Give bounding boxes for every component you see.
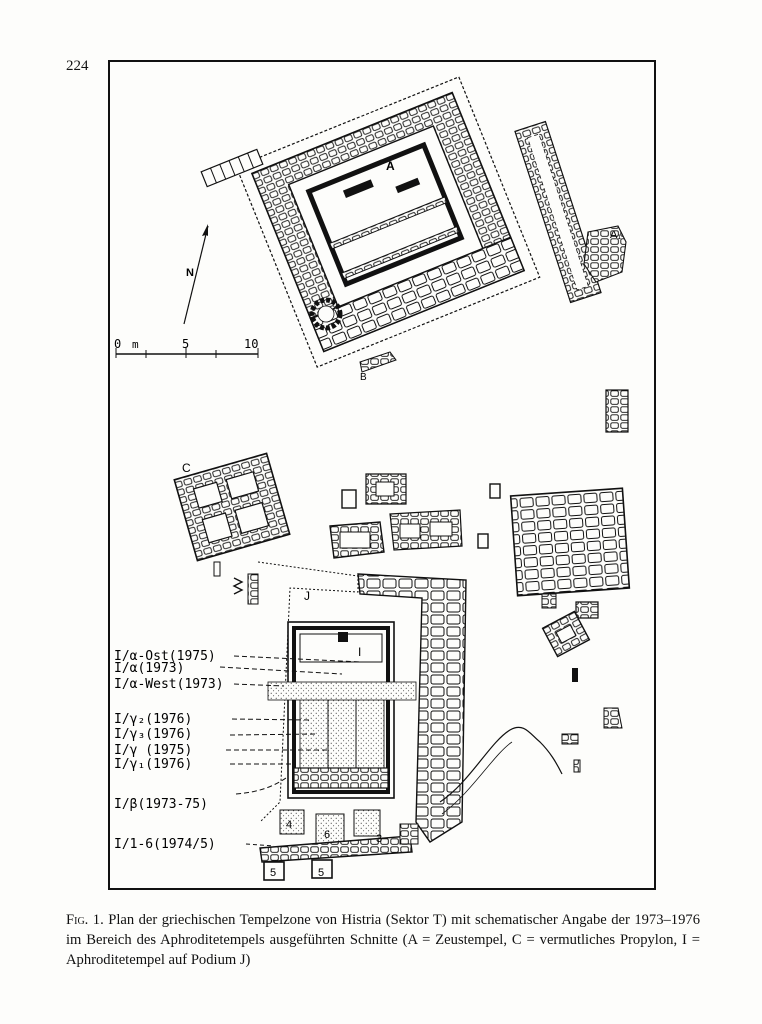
temple-i-plan: I bbox=[287, 621, 395, 799]
east-small-blocks bbox=[541, 593, 623, 773]
scale-tick-5: 5 bbox=[182, 337, 189, 351]
trench-label-beta: I/β(1973-75) bbox=[114, 797, 208, 812]
winding-line bbox=[439, 726, 563, 815]
label-a1: A₁ bbox=[610, 229, 621, 241]
number-3: 3 bbox=[376, 833, 382, 845]
temple-a-plan bbox=[235, 76, 541, 368]
label-i: I bbox=[358, 645, 361, 659]
trench-label-gamma3: I/γ₃(1976) bbox=[114, 727, 192, 742]
grid-block bbox=[200, 148, 264, 188]
central-structures bbox=[329, 473, 501, 559]
propylon-c-plan bbox=[173, 452, 291, 562]
trench-leaders bbox=[219, 655, 363, 847]
block-b-plan: B bbox=[359, 351, 397, 383]
small-structure-east bbox=[605, 389, 629, 433]
trench-label-alpha-ost: I/α-Ost(1975) bbox=[114, 649, 216, 664]
page-number: 224 bbox=[66, 58, 89, 74]
trench-label-gamma: I/γ (1975) bbox=[114, 743, 192, 758]
number-4: 4 bbox=[286, 819, 292, 831]
trench-label-1-6: I/1-6(1974/5) bbox=[114, 837, 216, 852]
label-a: A bbox=[386, 159, 395, 173]
label-b: B bbox=[360, 372, 367, 383]
trench-labels: I/α-Ost(1975) I/α(1973) I/α-West(1973) I… bbox=[114, 649, 224, 852]
trench-label-alpha: I/α(1973) bbox=[114, 661, 184, 676]
trench-label-gamma1: I/γ₁(1976) bbox=[114, 757, 192, 772]
site-plan-drawing: A A₁ N bbox=[114, 76, 631, 881]
j-left-marks bbox=[232, 573, 259, 605]
podium-j-east-wall bbox=[357, 573, 467, 843]
label-j: J bbox=[304, 589, 310, 603]
scale-unit: m bbox=[132, 338, 139, 351]
stones-a1-cluster bbox=[583, 225, 627, 283]
number-5a: 5 bbox=[270, 867, 276, 879]
trench-label-alpha-west: I/α-West(1973) bbox=[114, 677, 224, 692]
scale-tick-0: 0 bbox=[114, 337, 121, 351]
trench-label-gamma2: I/γ₂(1976) bbox=[114, 712, 192, 727]
podium-j-outline: J bbox=[257, 561, 359, 823]
scale-bar: 0 m 5 10 bbox=[114, 337, 259, 358]
figure-caption-label: Fig. 1. bbox=[66, 912, 104, 928]
trench-alpha-band bbox=[267, 681, 417, 701]
number-6: 6 bbox=[324, 829, 330, 841]
north-label: N bbox=[186, 267, 194, 279]
wall-a1-plan bbox=[514, 120, 602, 304]
scale-tick-10: 10 bbox=[244, 337, 258, 351]
figure-caption-text: Plan der griechischen Tempelzone von His… bbox=[66, 912, 700, 968]
figure-frame: A A₁ N bbox=[108, 60, 656, 890]
north-arrow: N bbox=[183, 224, 209, 325]
number-5b: 5 bbox=[318, 867, 324, 879]
ring-structure bbox=[309, 297, 343, 331]
south-area: 4 6 3 5 5 bbox=[259, 809, 419, 881]
label-c: C bbox=[182, 461, 191, 475]
figure-caption: Fig. 1. Plan der griechischen Tempelzone… bbox=[66, 910, 700, 970]
east-square-structure bbox=[509, 487, 631, 597]
